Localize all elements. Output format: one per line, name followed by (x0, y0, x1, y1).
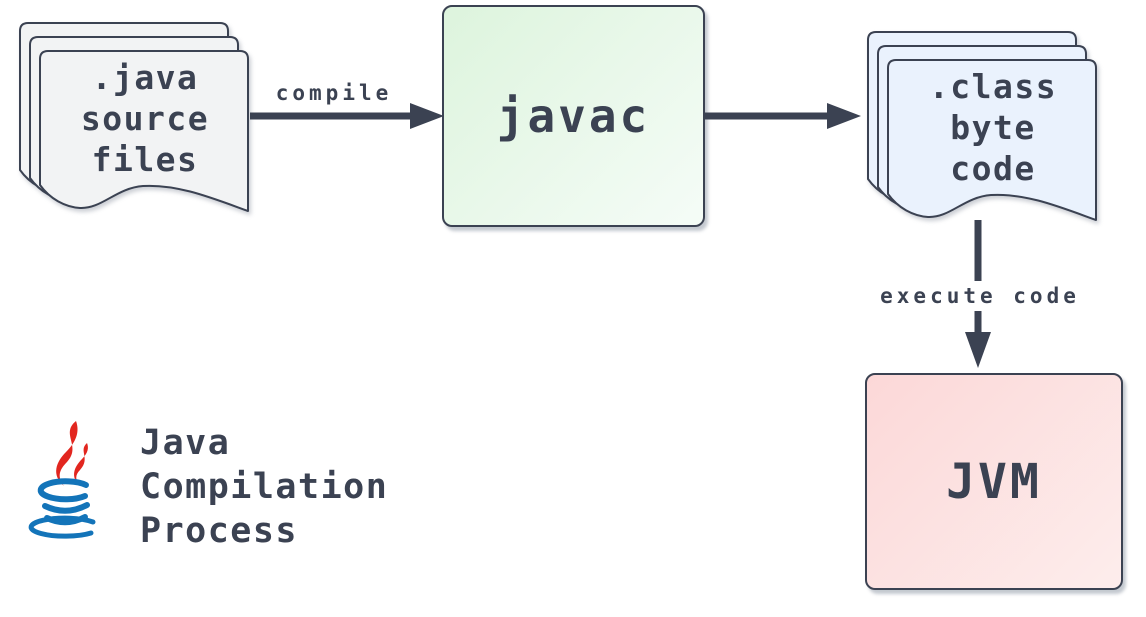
node-jvm: JVM (865, 373, 1123, 590)
node-java-source-files: .java source files (14, 16, 254, 221)
document-stack-icon (19, 22, 249, 212)
class-byte-code-label: .class byte code (928, 67, 1058, 188)
jvm-label: JVM (946, 453, 1042, 510)
java-logo-flame (56, 421, 88, 486)
execute-code-edge-label: execute code (871, 281, 1089, 311)
compile-edge-label: compile (266, 78, 402, 108)
compile-arrow (250, 103, 444, 129)
node-javac: javac (442, 5, 705, 227)
java-logo (28, 421, 96, 539)
java-logo-cup (28, 478, 96, 539)
javac-label: javac (496, 89, 651, 143)
javac-to-class-arrow (705, 103, 861, 129)
execute-code-arrow (965, 220, 991, 368)
document-stack-icon (867, 31, 1097, 221)
diagram-title: Java Compilation Process (140, 423, 389, 551)
node-class-byte-code: .class byte code (862, 25, 1102, 230)
java-source-files-label: .java source files (80, 58, 210, 179)
